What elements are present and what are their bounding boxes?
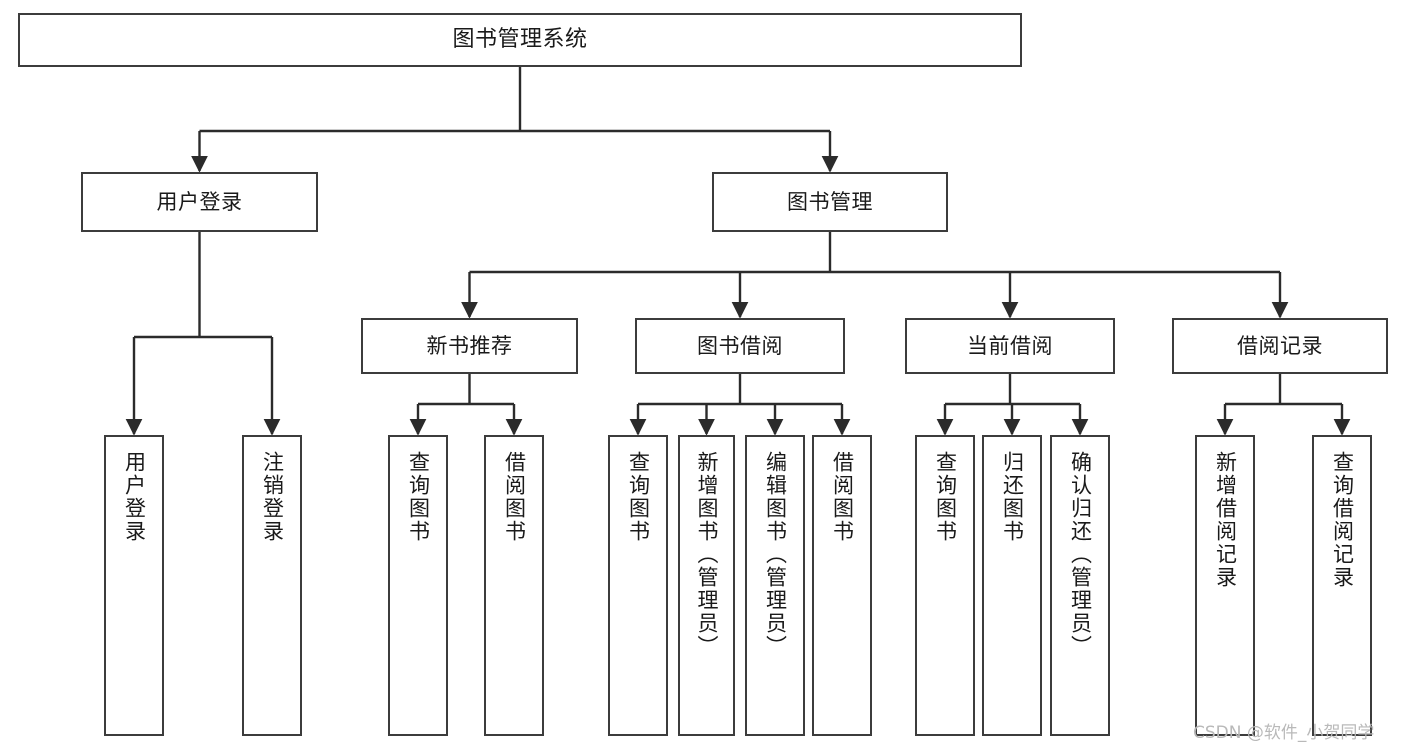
node-label: 用户登录: [122, 451, 147, 543]
node-leaf-bo-query[interactable]: 查询图书: [608, 435, 668, 736]
node-leaf-user-login[interactable]: 用户登录: [104, 435, 164, 736]
node-leaf-nb-query[interactable]: 查询图书: [388, 435, 448, 736]
node-bookmgmt[interactable]: 图书管理: [712, 172, 948, 232]
node-label: 用户登录: [156, 189, 243, 214]
node-label: 查询图书: [933, 451, 958, 543]
node-newbook[interactable]: 新书推荐: [361, 318, 578, 374]
node-label: 图书借阅: [697, 333, 783, 358]
node-leaf-cu-return[interactable]: 归还图书: [982, 435, 1042, 736]
node-label: 图书管理系统: [452, 27, 588, 53]
node-leaf-bo-edit[interactable]: 编辑图书（管理员）: [745, 435, 805, 736]
node-label: 新增图书（管理员）: [695, 451, 719, 658]
node-label: 当前借阅: [967, 333, 1053, 358]
node-login[interactable]: 用户登录: [81, 172, 318, 232]
node-leaf-rc-query[interactable]: 查询借阅记录: [1312, 435, 1372, 736]
node-label: 确认归还（管理员）: [1068, 451, 1093, 658]
node-leaf-bo-borrow[interactable]: 借阅图书: [812, 435, 872, 736]
node-label: 归还图书: [1000, 451, 1025, 543]
node-leaf-user-logout[interactable]: 注销登录: [242, 435, 302, 736]
node-current[interactable]: 当前借阅: [905, 318, 1115, 374]
node-label: 查询图书: [406, 451, 431, 543]
node-label: 查询图书: [626, 451, 651, 543]
node-label: 借阅图书: [830, 451, 855, 543]
node-label: 借阅图书: [502, 451, 527, 543]
node-label: 图书管理: [787, 189, 873, 214]
node-leaf-cu-query[interactable]: 查询图书: [915, 435, 975, 736]
node-label: 编辑图书（管理员）: [763, 451, 788, 658]
node-leaf-cu-confirm[interactable]: 确认归还（管理员）: [1050, 435, 1110, 736]
edge-paths: [125, 67, 1351, 436]
node-leaf-nb-borrow[interactable]: 借阅图书: [484, 435, 544, 736]
node-records[interactable]: 借阅记录: [1172, 318, 1388, 374]
node-label: 查询借阅记录: [1330, 451, 1355, 589]
node-label: 注销登录: [260, 451, 285, 543]
node-label: 新书推荐: [426, 333, 513, 358]
node-leaf-rc-add[interactable]: 新增借阅记录: [1195, 435, 1255, 736]
csdn-watermark: CSDN @软件_小贺同学: [1193, 723, 1375, 743]
node-leaf-bo-add[interactable]: 新增图书（管理员）: [678, 435, 735, 736]
node-label: 借阅记录: [1237, 333, 1323, 358]
node-root[interactable]: 图书管理系统: [18, 13, 1022, 67]
node-borrow[interactable]: 图书借阅: [635, 318, 845, 374]
node-label: 新增借阅记录: [1213, 451, 1238, 589]
